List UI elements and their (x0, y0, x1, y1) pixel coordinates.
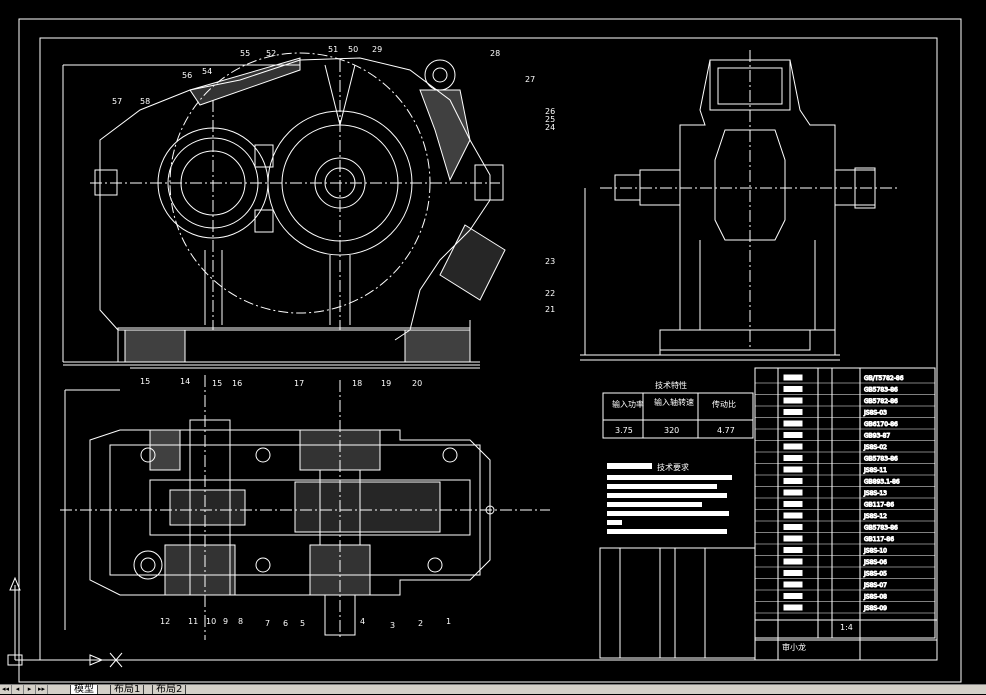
section-view (60, 375, 550, 640)
parts-list-code: JS8S-11 (863, 467, 887, 474)
part-callout-15: 15 (212, 379, 222, 388)
part-callout-17: 17 (294, 379, 304, 388)
spec-header-ratio: 传动比 (712, 399, 736, 409)
parts-list-code: JS8S-08 (863, 594, 887, 601)
parts-list-code: JS8S-06 (863, 559, 887, 566)
part-callout-24: 24 (545, 123, 555, 132)
spec-value-ratio: 4.77 (717, 426, 735, 435)
parts-list-code: JS8S-07 (863, 582, 887, 589)
parts-list-code: JS8S-13 (863, 490, 887, 497)
part-callout-18: 18 (352, 379, 362, 388)
part-callout-27: 27 (525, 75, 535, 84)
parts-list-code: GB117-86 (864, 502, 894, 509)
parts-list-code: GB893.1-86 (864, 479, 900, 486)
parts-list-code: GB5783-86 (864, 387, 898, 394)
parts-list-code: JS8S-03 (863, 410, 887, 417)
part-callout-5: 5 (300, 619, 305, 628)
sheet-scale: 1:4 (840, 623, 853, 632)
part-callout-50: 50 (348, 45, 358, 54)
part-callout-8: 8 (238, 617, 243, 626)
part-callout-2: 2 (418, 619, 423, 628)
part-callout-25: 25 (545, 115, 555, 124)
part-callout-19: 19 (381, 379, 391, 388)
nav-prev-tab-button[interactable]: ◂ (12, 685, 24, 694)
drawing-outer-frame (18, 18, 962, 683)
part-callout-55: 55 (240, 49, 250, 58)
part-callout-11: 11 (188, 617, 198, 626)
part-callout-6: 6 (283, 619, 288, 628)
parts-list-code: JS8S-02 (863, 444, 887, 451)
spec-header-power: 输入功率 (612, 399, 644, 409)
spec-table (602, 392, 754, 439)
layout-tab-bar: ◂◂ ◂ ▸ ▸▸ 模型 布局1 布局2 (0, 684, 986, 695)
part-callout-22: 22 (545, 289, 555, 298)
part-callout-16: 16 (232, 379, 242, 388)
part-callout-14: 14 (180, 377, 190, 386)
part-callout-21: 21 (545, 305, 555, 314)
part-callout-26: 26 (545, 107, 555, 116)
parts-list-code: JS8S-12 (863, 513, 887, 520)
part-callout-23: 23 (545, 257, 555, 266)
part-callout-51: 51 (328, 45, 338, 54)
side-view (580, 50, 900, 361)
parts-list-code: GB5783-86 (864, 456, 898, 463)
part-callout-3: 3 (390, 621, 395, 630)
parts-list-code: JS8S-10 (863, 548, 887, 555)
part-callout-10: 10 (206, 617, 216, 626)
parts-list-code: GB117-86 (864, 536, 894, 543)
part-callout-28: 28 (490, 49, 500, 58)
parts-list-code: GB6170-86 (864, 421, 898, 428)
nav-first-tab-button[interactable]: ◂◂ (0, 685, 12, 694)
ucs-icon (7, 576, 123, 668)
spec-value-speed: 320 (664, 426, 679, 435)
part-callout-20: 20 (412, 379, 422, 388)
part-callout-1: 1 (446, 617, 451, 626)
tab-model[interactable]: 模型 (70, 685, 98, 695)
parts-list-code: GB5782-86 (864, 398, 898, 405)
parts-list-code: GB93-87 (864, 433, 890, 440)
part-callout-58: 58 (140, 97, 150, 106)
part-callout-9: 9 (223, 617, 228, 626)
part-callout-57: 57 (112, 97, 122, 106)
spec-table-title: 技术特性 (655, 380, 687, 390)
nav-next-tab-button[interactable]: ▸ (24, 685, 36, 694)
tab-layout1[interactable]: 布局1 (110, 685, 145, 695)
spec-value-power: 3.75 (615, 426, 633, 435)
part-callout-52: 52 (266, 49, 276, 58)
parts-list-code: JS8S-09 (863, 605, 887, 612)
tab-layout2[interactable]: 布局2 (152, 685, 187, 695)
part-callout-56: 56 (182, 71, 192, 80)
tech-req-text-lines (607, 463, 732, 534)
spec-header-speed: 输入轴转速 (654, 397, 694, 407)
part-callout-29: 29 (372, 45, 382, 54)
designer-name: 审小龙 (782, 642, 806, 652)
parts-list-code: GB5783-86 (864, 525, 898, 532)
part-callout-12: 12 (160, 617, 170, 626)
tech-req-title: 技术要求 (657, 462, 689, 472)
part-callout-4: 4 (360, 617, 365, 626)
parts-list-code: JS8S-05 (863, 571, 887, 578)
part-callout-7: 7 (265, 619, 270, 628)
drawing-inner-frame (39, 37, 938, 661)
part-callout-15: 15 (140, 377, 150, 386)
part-callout-54: 54 (202, 67, 212, 76)
nav-last-tab-button[interactable]: ▸▸ (36, 685, 48, 694)
parts-list (599, 367, 938, 661)
parts-list-rows: GB/T5782-86GB5783-86GB5782-86JS8S-03GB61… (755, 374, 935, 614)
front-view (62, 52, 506, 369)
parts-list-code: GB/T5782-86 (864, 375, 904, 382)
